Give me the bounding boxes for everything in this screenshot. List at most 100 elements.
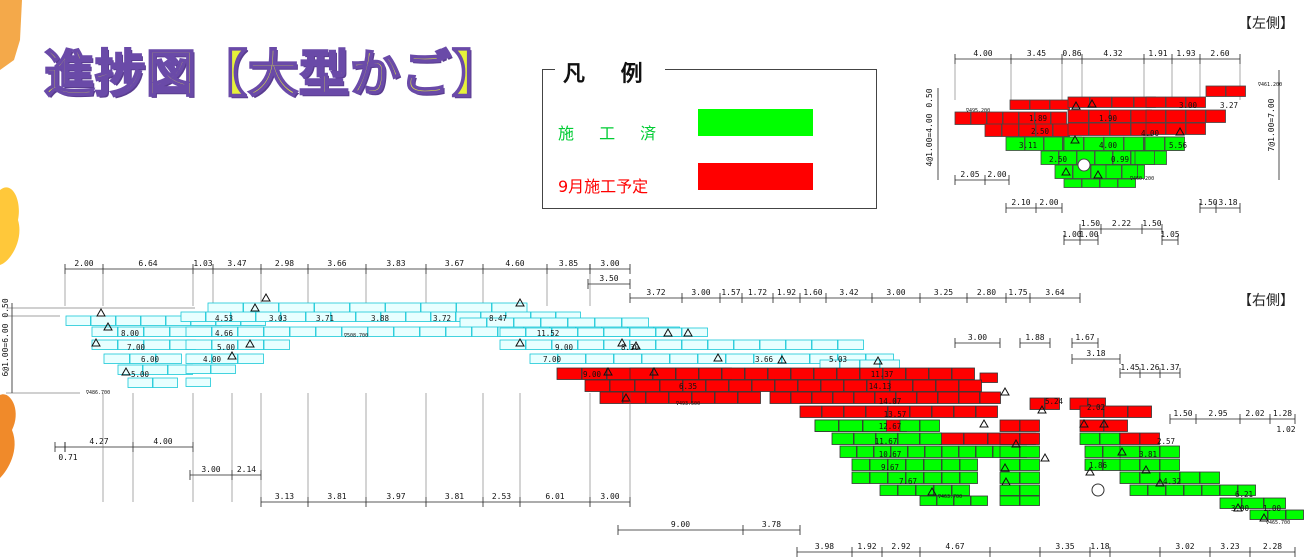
left-red-block	[1145, 96, 1166, 108]
page-title: 進捗図【大型かご】	[43, 44, 503, 104]
right-cyan-block	[205, 311, 231, 322]
right-red-block	[979, 372, 998, 383]
right-red-block	[909, 405, 932, 418]
right-green-block	[869, 458, 888, 471]
right-cyan-label: 9.00	[555, 343, 574, 352]
right-top-dim-d-label: 3.00	[691, 288, 710, 297]
right-survey-mark	[713, 352, 723, 362]
right-red-block	[811, 391, 833, 404]
right-cyan-block	[115, 315, 141, 326]
right-cyan-block	[725, 353, 754, 364]
right-survey-mark	[1079, 418, 1089, 428]
right-cyan-block	[243, 302, 279, 313]
right-green-block	[814, 419, 839, 432]
right-top-dim-b-label: 3.00	[600, 259, 619, 268]
right-cyan-block	[577, 327, 604, 337]
left-red-block	[1185, 122, 1206, 135]
right-red-block	[928, 367, 952, 380]
right-survey-mark	[1037, 404, 1047, 414]
right-cyan-block	[707, 339, 734, 350]
right-green-block	[1019, 445, 1040, 458]
right-survey-mark	[245, 338, 255, 348]
right-green-block	[862, 419, 887, 432]
left-red-block	[1165, 109, 1186, 123]
right-survey-mark	[250, 302, 260, 312]
right-bottom-dim-d-label: 3.97	[386, 492, 405, 501]
right-red-block	[958, 391, 980, 404]
right-cyan-label: 3.66	[755, 355, 774, 364]
left-green-block	[1063, 136, 1084, 151]
right-cyan-block	[551, 327, 578, 337]
right-cyan-label: 7.00	[543, 355, 562, 364]
right-red-block	[769, 391, 791, 404]
right-cyan-block	[91, 326, 118, 337]
right-top-dim-a-label: 3.67	[445, 259, 464, 268]
left-green-block	[1123, 136, 1144, 151]
legend-swatch-done	[698, 109, 813, 136]
right-green-block	[851, 471, 870, 484]
right-cyan-block	[155, 353, 182, 364]
right-cyan-block	[655, 339, 682, 350]
right-green-label: 11.67	[875, 437, 898, 446]
right-survey-mark	[1117, 446, 1127, 456]
right-cyan-block	[585, 353, 614, 364]
right-cyan-block	[152, 377, 178, 388]
right-green-block	[999, 458, 1020, 471]
left-red-block	[1165, 96, 1186, 108]
right-red-block	[629, 367, 653, 380]
right-cyan-block	[103, 353, 130, 364]
legend-heading: 凡 例	[555, 56, 665, 88]
right-cyan-block	[278, 302, 315, 313]
right-survey-mark	[927, 486, 937, 496]
right-red-block	[728, 379, 752, 392]
right-green-block	[879, 484, 898, 496]
right-green-block	[851, 458, 870, 471]
right-mid-dim-c-label: 1.67	[1075, 333, 1094, 342]
right-red-block	[979, 391, 1001, 404]
right-green-block	[1179, 471, 1200, 484]
right-cyan-block	[811, 339, 838, 350]
left-side-label: 【左側】	[1238, 16, 1294, 32]
right-top-dim-c-label: 3.50	[599, 274, 618, 283]
right-green-block	[1084, 445, 1103, 458]
right-cyan-block	[127, 377, 153, 388]
right-mid-dim-e-label: 1.26	[1140, 363, 1159, 372]
right-bottom-dim-d-label: 6.01	[545, 492, 564, 501]
left-block-label: 3.00	[1179, 101, 1198, 110]
right-survey-mark	[515, 297, 525, 307]
right-green-block	[923, 471, 942, 484]
left-block-label: 5.56	[1169, 141, 1188, 150]
right-cyan-label: 7.00	[127, 343, 146, 352]
right-side-dim-label: 1.28	[1273, 409, 1292, 418]
right-cyan-block	[117, 339, 144, 350]
right-elev-label: ∇486.700	[85, 390, 110, 396]
right-top-dim-a-label: 4.60	[505, 259, 524, 268]
right-cyan-label: 3.03	[269, 314, 287, 323]
left-red-block	[1205, 85, 1226, 97]
right-cyan-block	[237, 339, 264, 350]
right-green-block	[838, 419, 863, 432]
right-red-block	[668, 391, 692, 404]
right-cyan-block	[471, 326, 498, 337]
right-cyan-block	[456, 302, 492, 313]
right-top-dim-a-label: 1.03	[193, 259, 212, 268]
right-survey-mark	[91, 337, 101, 347]
right-green-block	[959, 471, 978, 484]
left-top-dim-label: 3.45	[1027, 49, 1046, 58]
right-green-block	[975, 445, 993, 458]
right-red-block	[790, 367, 814, 380]
right-green-block	[999, 495, 1020, 506]
right-red-block	[767, 367, 791, 380]
right-side-label: 【右側】	[1238, 293, 1294, 309]
right-red-block	[622, 391, 646, 404]
right-cyan-block	[185, 353, 212, 364]
right-cyan-block	[185, 364, 211, 374]
right-cyan-block	[430, 311, 456, 322]
left-block-label: 4.00	[1141, 129, 1160, 138]
right-cyan-block	[499, 327, 526, 337]
right-red-block	[751, 379, 775, 392]
left-top-dim-label: 0.86	[1062, 49, 1081, 58]
right-cyan-block	[211, 353, 238, 364]
right-green-label: 3.00	[1231, 504, 1250, 513]
